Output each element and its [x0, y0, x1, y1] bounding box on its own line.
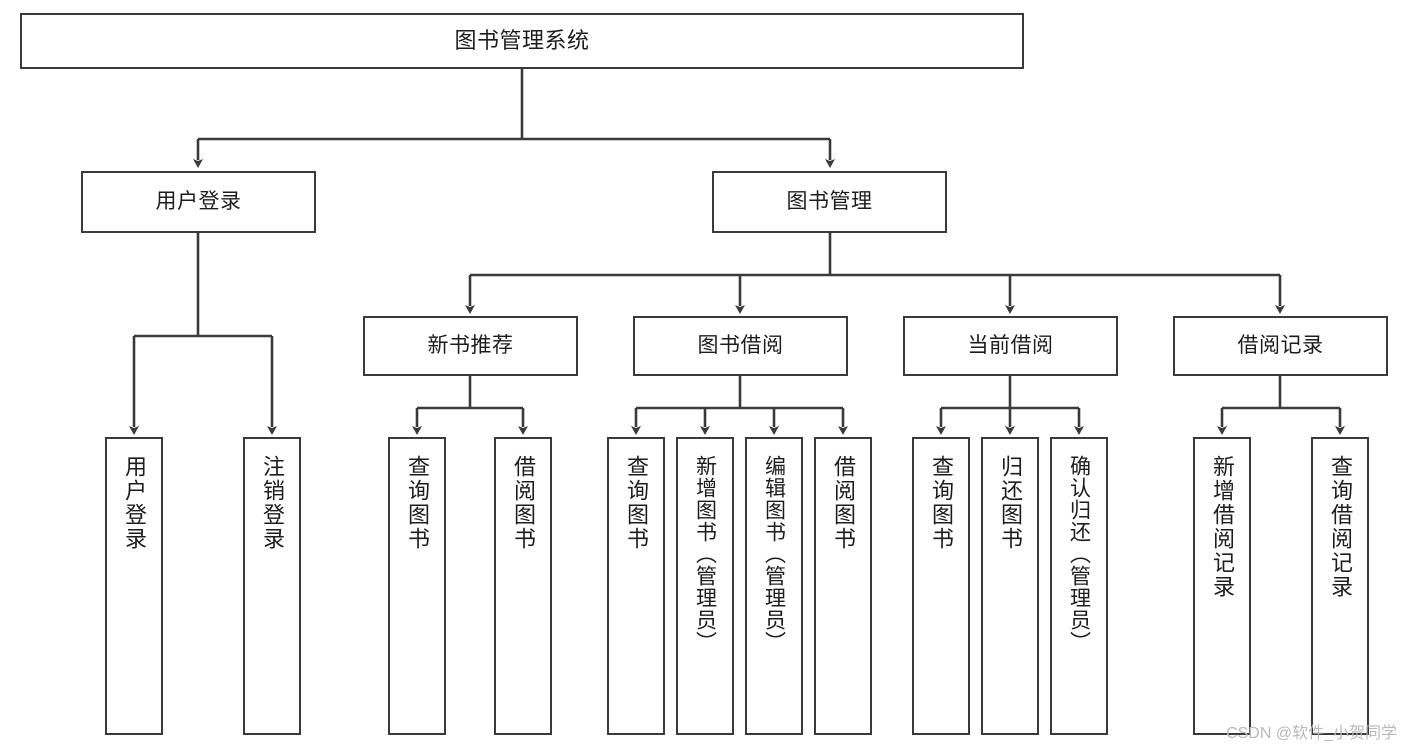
leaf-query-book-3[interactable]: 查询图书	[912, 437, 970, 735]
node-borrow-record-label: 借阅记录	[1237, 333, 1324, 357]
leaf-add-book-label: 新增图书（管理员）	[693, 455, 717, 653]
node-current-borrow-label: 当前借阅	[967, 333, 1054, 357]
leaf-return-book[interactable]: 归还图书	[981, 437, 1039, 735]
leaf-query-book-3-label: 查询图书	[929, 455, 954, 551]
leaf-user-login[interactable]: 用户登录	[105, 437, 163, 735]
leaf-add-record-label: 新增借阅记录	[1210, 455, 1235, 599]
leaf-edit-book-label: 编辑图书（管理员）	[762, 455, 786, 653]
leaf-query-record[interactable]: 查询借阅记录	[1311, 437, 1369, 735]
leaf-logout-label: 注销登录	[260, 455, 285, 551]
node-current-borrow[interactable]: 当前借阅	[903, 316, 1118, 376]
leaf-borrow-book-1[interactable]: 借阅图书	[494, 437, 552, 735]
leaf-query-book-1[interactable]: 查询图书	[388, 437, 446, 735]
leaf-borrow-book-2[interactable]: 借阅图书	[814, 437, 872, 735]
leaf-borrow-book-1-label: 借阅图书	[511, 455, 536, 551]
node-root-label: 图书管理系统	[454, 28, 590, 54]
leaf-confirm-return[interactable]: 确认归还（管理员）	[1050, 437, 1108, 735]
leaf-query-record-label: 查询借阅记录	[1328, 455, 1353, 599]
node-book-manage-label: 图书管理	[786, 189, 873, 213]
leaf-query-book-2[interactable]: 查询图书	[607, 437, 665, 735]
node-user-login-label: 用户登录	[155, 189, 242, 213]
node-new-book-rec[interactable]: 新书推荐	[363, 316, 578, 376]
leaf-logout[interactable]: 注销登录	[243, 437, 301, 735]
leaf-query-book-1-label: 查询图书	[405, 455, 430, 551]
leaf-edit-book[interactable]: 编辑图书（管理员）	[745, 437, 803, 735]
node-book-manage[interactable]: 图书管理	[712, 171, 947, 233]
leaf-borrow-book-2-label: 借阅图书	[831, 455, 856, 551]
csdn-watermark: CSDN @软件_小贺同学	[1226, 725, 1397, 742]
leaf-return-book-label: 归还图书	[998, 455, 1023, 551]
node-root[interactable]: 图书管理系统	[20, 13, 1024, 69]
node-book-borrow-label: 图书借阅	[697, 333, 784, 357]
node-new-book-rec-label: 新书推荐	[427, 333, 514, 357]
node-borrow-record[interactable]: 借阅记录	[1173, 316, 1388, 376]
leaf-user-login-label: 用户登录	[122, 455, 147, 551]
node-user-login[interactable]: 用户登录	[81, 171, 316, 233]
leaf-add-book[interactable]: 新增图书（管理员）	[676, 437, 734, 735]
node-book-borrow[interactable]: 图书借阅	[633, 316, 848, 376]
leaf-add-record[interactable]: 新增借阅记录	[1193, 437, 1251, 735]
leaf-confirm-return-label: 确认归还（管理员）	[1067, 455, 1091, 653]
leaf-query-book-2-label: 查询图书	[624, 455, 649, 551]
